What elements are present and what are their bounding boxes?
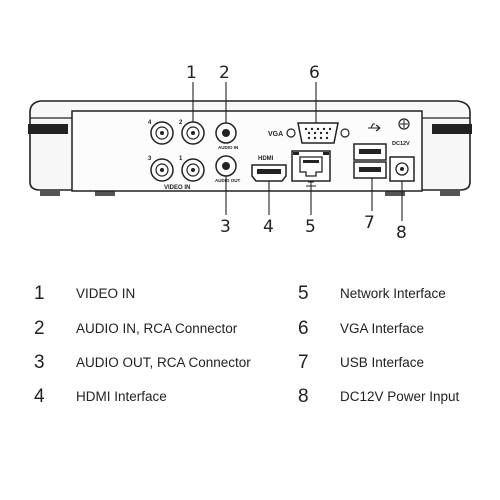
rear-panel-diagram: 4 2 3 1 VIDEO IN AUDIO IN AUDIO OUT HDMI… bbox=[28, 63, 472, 243]
power-input[interactable]: DC12V bbox=[389, 118, 415, 182]
legend-number: 8 bbox=[298, 386, 309, 407]
dc-panel-label: DC12V bbox=[392, 141, 410, 147]
legend-label: DC12V Power Input bbox=[340, 389, 460, 404]
legend-number: 4 bbox=[34, 386, 45, 407]
vga-port[interactable]: VGA bbox=[268, 122, 350, 144]
bnc-port-ch1 bbox=[181, 158, 205, 182]
audio-out-panel-label: AUDIO OUT bbox=[215, 178, 241, 183]
callout-number-2: 2 bbox=[219, 63, 230, 83]
hdmi-panel-label: HDMI bbox=[258, 156, 274, 162]
channel-number-1: 1 bbox=[179, 156, 183, 162]
audio-in-port[interactable]: AUDIO IN bbox=[215, 122, 238, 150]
channel-number-3: 3 bbox=[148, 156, 152, 162]
usb-ports[interactable] bbox=[353, 123, 387, 179]
vga-panel-label: VGA bbox=[268, 131, 283, 138]
callout-number-1: 1 bbox=[186, 63, 197, 83]
hdmi-port[interactable]: HDMI bbox=[251, 156, 287, 182]
network-port[interactable] bbox=[291, 150, 331, 187]
channel-number-2: 2 bbox=[179, 120, 183, 126]
callout-number-8: 8 bbox=[396, 223, 407, 243]
audio-out-port[interactable]: AUDIO OUT bbox=[215, 155, 241, 183]
callout-number-7: 7 bbox=[364, 213, 375, 233]
usb-icon bbox=[368, 123, 381, 132]
legend-number: 2 bbox=[34, 318, 45, 339]
callout-number-6: 6 bbox=[309, 63, 320, 83]
legend-label: Network Interface bbox=[340, 286, 446, 301]
legend-number: 5 bbox=[298, 283, 309, 304]
video-in-panel-label: VIDEO IN bbox=[164, 185, 190, 191]
legend-number: 7 bbox=[298, 352, 309, 373]
leader-lines bbox=[192, 82, 403, 221]
channel-number-4: 4 bbox=[148, 120, 152, 126]
legend-label: HDMI Interface bbox=[76, 389, 167, 404]
legend-label: AUDIO OUT, RCA Connector bbox=[76, 355, 251, 370]
bnc-port-ch3 bbox=[150, 158, 174, 182]
audio-in-panel-label: AUDIO IN bbox=[218, 145, 238, 150]
bnc-port-ch4 bbox=[150, 121, 174, 145]
callout-number-4: 4 bbox=[263, 217, 274, 237]
legend-label: USB Interface bbox=[340, 355, 425, 370]
legend-label: AUDIO IN, RCA Connector bbox=[76, 321, 238, 336]
legend-number: 3 bbox=[34, 352, 45, 373]
legend: 1 VIDEO IN 2 AUDIO IN, RCA Connector 3 A… bbox=[0, 282, 500, 422]
legend-label: VIDEO IN bbox=[76, 286, 136, 301]
legend-label: VGA Interface bbox=[340, 321, 425, 336]
callout-number-5: 5 bbox=[305, 217, 316, 237]
video-in-ports[interactable]: 4 2 3 1 VIDEO IN bbox=[148, 120, 205, 191]
callout-number-3: 3 bbox=[220, 217, 231, 237]
bnc-port-ch2 bbox=[181, 121, 205, 145]
legend-number: 6 bbox=[298, 318, 309, 339]
legend-number: 1 bbox=[34, 283, 45, 304]
